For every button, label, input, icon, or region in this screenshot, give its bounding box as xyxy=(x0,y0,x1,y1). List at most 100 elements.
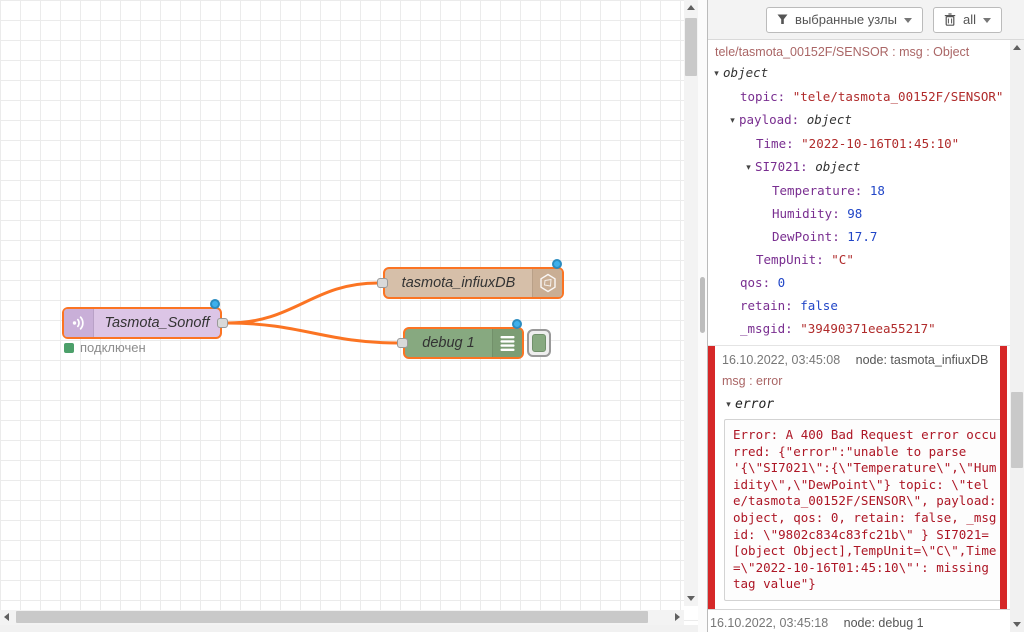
sidebar-separator[interactable] xyxy=(698,0,707,632)
funnel-icon xyxy=(777,14,788,25)
tree-row[interactable]: ▾ payload: object xyxy=(708,108,1010,132)
tree-row[interactable]: retain: false xyxy=(708,294,1010,317)
separator-drag-handle[interactable] xyxy=(700,277,705,333)
tree-value: "tele/tasmota_00152F/SENSOR" xyxy=(792,89,1004,104)
scrollbar-thumb[interactable] xyxy=(685,18,697,76)
wire-sonoff-to-influx[interactable] xyxy=(226,281,380,325)
status-label: подключен xyxy=(80,340,146,355)
scroll-down-icon[interactable] xyxy=(687,596,695,601)
canvas-horizontal-scrollbar[interactable] xyxy=(0,610,684,625)
changed-indicator-icon xyxy=(552,259,562,269)
node-status: подключен xyxy=(64,340,146,355)
tree-value: 17.7 xyxy=(847,229,878,244)
tree-row[interactable]: Temperature: 18 xyxy=(708,179,1010,202)
tree-key: DewPoint: xyxy=(772,229,848,244)
list-lines-icon xyxy=(492,329,522,357)
node-label: Tasmota_Sonoff xyxy=(104,315,210,331)
node-tasmota-influxdb[interactable]: tasmota_infiuxDB xyxy=(377,259,564,299)
error-bar-left xyxy=(708,346,715,609)
collapse-caret-icon[interactable]: ▾ xyxy=(726,399,731,409)
scrollbar-thumb[interactable] xyxy=(1011,392,1023,468)
wire-sonoff-to-debug[interactable] xyxy=(226,321,400,345)
filter-button-label: выбранные узлы xyxy=(795,12,897,27)
node-debug-1[interactable]: debug 1 xyxy=(397,319,524,359)
debug-error-message[interactable]: 16.10.2022, 03:45:08 node: tasmota_infiu… xyxy=(708,346,1010,610)
tree-value: "2022-10-16T01:45:10" xyxy=(801,136,960,151)
scroll-up-icon[interactable] xyxy=(1013,45,1021,50)
debug-toolbar: выбранные узлы all xyxy=(708,0,1024,40)
filter-nodes-button[interactable]: выбранные узлы xyxy=(766,6,923,33)
status-dot-icon xyxy=(64,342,74,353)
scroll-right-icon[interactable] xyxy=(675,613,680,621)
collapse-caret-icon[interactable]: ▾ xyxy=(746,162,751,172)
clear-button-label: all xyxy=(962,12,976,27)
scroll-up-icon[interactable] xyxy=(687,5,695,10)
canvas-bottom-strip xyxy=(0,625,698,632)
debug-enable-toggle[interactable] xyxy=(527,329,551,357)
tree-row[interactable]: Humidity: 98 xyxy=(708,202,1010,225)
tree-key: Humidity: xyxy=(772,206,848,221)
debug-message[interactable]: 16.10.2022, 03:45:18 node: debug 1 tele/… xyxy=(708,610,1010,632)
tree-row[interactable]: _msgid: "39490371eea55217" xyxy=(708,317,1010,340)
tree-key: Temperature: xyxy=(772,183,870,198)
node-label: tasmota_infiuxDB xyxy=(401,275,516,291)
message-header: 16.10.2022, 03:45:18 node: debug 1 xyxy=(708,614,1010,630)
error-tree-row[interactable]: ▾ error xyxy=(720,388,1010,412)
clear-messages-button[interactable]: all xyxy=(932,6,1002,33)
chevron-down-icon xyxy=(903,17,912,23)
debug-sidebar: выбранные узлы all xyxy=(707,0,1024,632)
debug-toggle-state xyxy=(532,334,546,352)
input-port[interactable] xyxy=(397,338,408,348)
tree-row[interactable]: qos: 0 xyxy=(708,271,1010,294)
message-topic: tele/tasmota_00152F/SENSOR : msg : Objec… xyxy=(715,45,970,59)
tree-value: "39490371eea55217" xyxy=(800,321,936,336)
debug-message[interactable]: tele/tasmota_00152F/SENSOR : msg : Objec… xyxy=(708,40,1010,346)
tree-row[interactable]: ▾SI7021: object xyxy=(708,155,1010,179)
tree-row[interactable]: ▾object xyxy=(708,61,1010,85)
collapse-caret-icon[interactable]: ▾ xyxy=(714,68,719,78)
message-source-node: node: tasmota_infiuxDB xyxy=(855,353,989,367)
message-topic: msg : error xyxy=(722,374,783,388)
error-label: error xyxy=(735,397,775,412)
tree-key: TempUnit: xyxy=(756,252,832,267)
changed-indicator-icon xyxy=(512,319,522,329)
collapse-caret-icon[interactable]: ▾ xyxy=(730,115,735,125)
tree-row[interactable]: Time: "2022-10-16T01:45:10" xyxy=(708,132,1010,155)
chevron-down-icon xyxy=(983,17,991,23)
tree-value: 18 xyxy=(869,183,885,198)
tree-key: qos: xyxy=(740,275,778,290)
sidebar-vertical-scrollbar[interactable] xyxy=(1010,40,1024,632)
output-port[interactable] xyxy=(217,318,228,328)
scroll-down-icon[interactable] xyxy=(1013,622,1021,627)
debug-message-list: tele/tasmota_00152F/SENSOR : msg : Objec… xyxy=(708,40,1010,632)
tree-value: 98 xyxy=(847,206,863,221)
input-port[interactable] xyxy=(377,278,388,288)
flow-canvas[interactable]: Tasmota_Sonoff подключен tasmota_infiuxD… xyxy=(0,0,698,632)
scrollbar-thumb[interactable] xyxy=(16,611,648,623)
tree-key: _msgid: xyxy=(740,321,801,336)
tree-key: topic: xyxy=(740,89,793,104)
tree-key: payload: xyxy=(739,112,807,127)
tree-row[interactable]: DewPoint: 17.7 xyxy=(708,225,1010,248)
message-source-node: node: debug 1 xyxy=(843,615,924,630)
wifi-broadcast-icon xyxy=(64,309,94,337)
tree-value: object xyxy=(806,112,852,127)
message-timestamp: 16.10.2022, 03:45:18 xyxy=(710,615,829,630)
canvas-vertical-scrollbar[interactable] xyxy=(684,0,698,606)
tree-row[interactable]: TempUnit: "C" xyxy=(708,248,1010,271)
trash-icon xyxy=(944,13,956,26)
node-label: debug 1 xyxy=(422,335,475,351)
error-bar-right xyxy=(1000,346,1007,609)
message-timestamp: 16.10.2022, 03:45:08 xyxy=(722,353,841,367)
scroll-left-icon[interactable] xyxy=(4,613,9,621)
error-text-box: Error: A 400 Bad Request error occurred:… xyxy=(724,419,1006,601)
message-header: 16.10.2022, 03:45:08 node: tasmota_infiu… xyxy=(720,351,1010,367)
node-tasmota-sonoff[interactable]: Tasmota_Sonoff xyxy=(62,299,228,339)
tree-value: false xyxy=(800,298,838,313)
tree-key: SI7021: xyxy=(755,159,816,174)
influxdb-hexagon-icon xyxy=(532,269,562,297)
tree-value: 0 xyxy=(777,275,786,290)
tree-row[interactable]: topic: "tele/tasmota_00152F/SENSOR" xyxy=(708,85,1010,108)
